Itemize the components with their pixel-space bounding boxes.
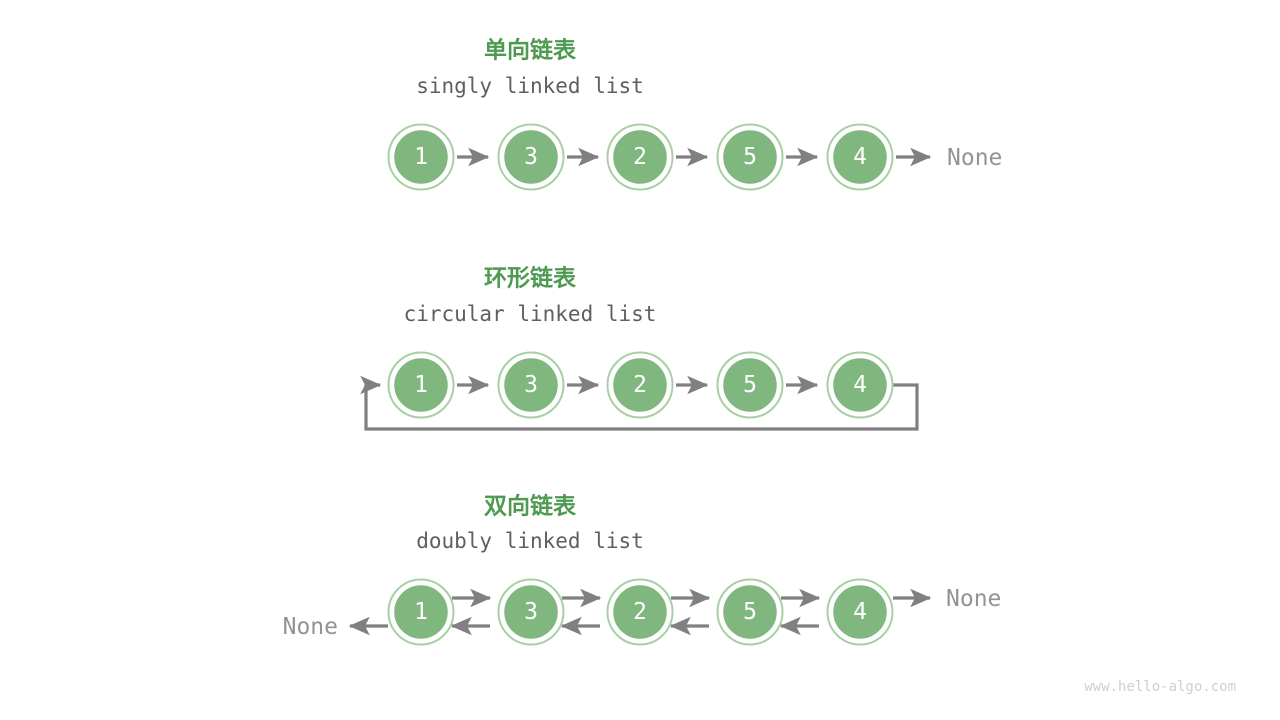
node-value: 5	[743, 372, 757, 398]
node-value: 1	[414, 599, 428, 625]
node-singly-0: 1	[387, 123, 455, 191]
edge-loop-back-to-head	[360, 375, 919, 431]
node-value: 3	[524, 144, 538, 170]
node-doubly-1: 3	[497, 578, 565, 646]
node-circular-1: 3	[497, 351, 565, 419]
node-circular-0: 1	[387, 351, 455, 419]
section-title-cn-circular: 环形链表	[484, 265, 577, 292]
node-doubly-0: 1	[387, 578, 455, 646]
section-title-en-singly: singly linked list	[416, 74, 644, 98]
node-doubly-3: 5	[716, 578, 784, 646]
node-value: 1	[414, 144, 428, 170]
node-circular-2: 2	[606, 351, 674, 419]
node-doubly-4: 4	[826, 578, 894, 646]
node-value: 5	[743, 599, 757, 625]
node-value: 2	[633, 599, 647, 625]
tail-none-label-doubly: None	[946, 586, 1001, 612]
edges-circular	[360, 375, 919, 431]
node-singly-3: 5	[716, 123, 784, 191]
node-value: 4	[853, 144, 867, 170]
node-singly-2: 2	[606, 123, 674, 191]
node-circular-3: 5	[716, 351, 784, 419]
section-title-en-doubly: doubly linked list	[416, 529, 644, 553]
watermark: www.hello-algo.com	[1084, 679, 1236, 695]
node-value: 3	[524, 599, 538, 625]
section-doubly: 双向链表 doubly linked list 1	[283, 493, 1001, 646]
tail-none-label-singly: None	[947, 145, 1002, 171]
section-title-en-circular: circular linked list	[404, 302, 657, 326]
section-singly: 单向链表 singly linked list 1 3	[387, 37, 1002, 191]
section-title-cn-singly: 单向链表	[484, 37, 577, 64]
node-value: 4	[853, 599, 867, 625]
section-circular: 环形链表 circular linked list 1 3	[360, 265, 919, 431]
node-doubly-2: 2	[606, 578, 674, 646]
node-value: 2	[633, 144, 647, 170]
node-value: 1	[414, 372, 428, 398]
node-singly-1: 3	[497, 123, 565, 191]
node-circular-4: 4	[826, 351, 894, 419]
node-value: 4	[853, 372, 867, 398]
node-value: 2	[633, 372, 647, 398]
node-value: 5	[743, 144, 757, 170]
node-singly-4: 4	[826, 123, 894, 191]
node-value: 3	[524, 372, 538, 398]
head-none-label-doubly: None	[283, 614, 338, 640]
section-title-cn-doubly: 双向链表	[484, 493, 577, 520]
